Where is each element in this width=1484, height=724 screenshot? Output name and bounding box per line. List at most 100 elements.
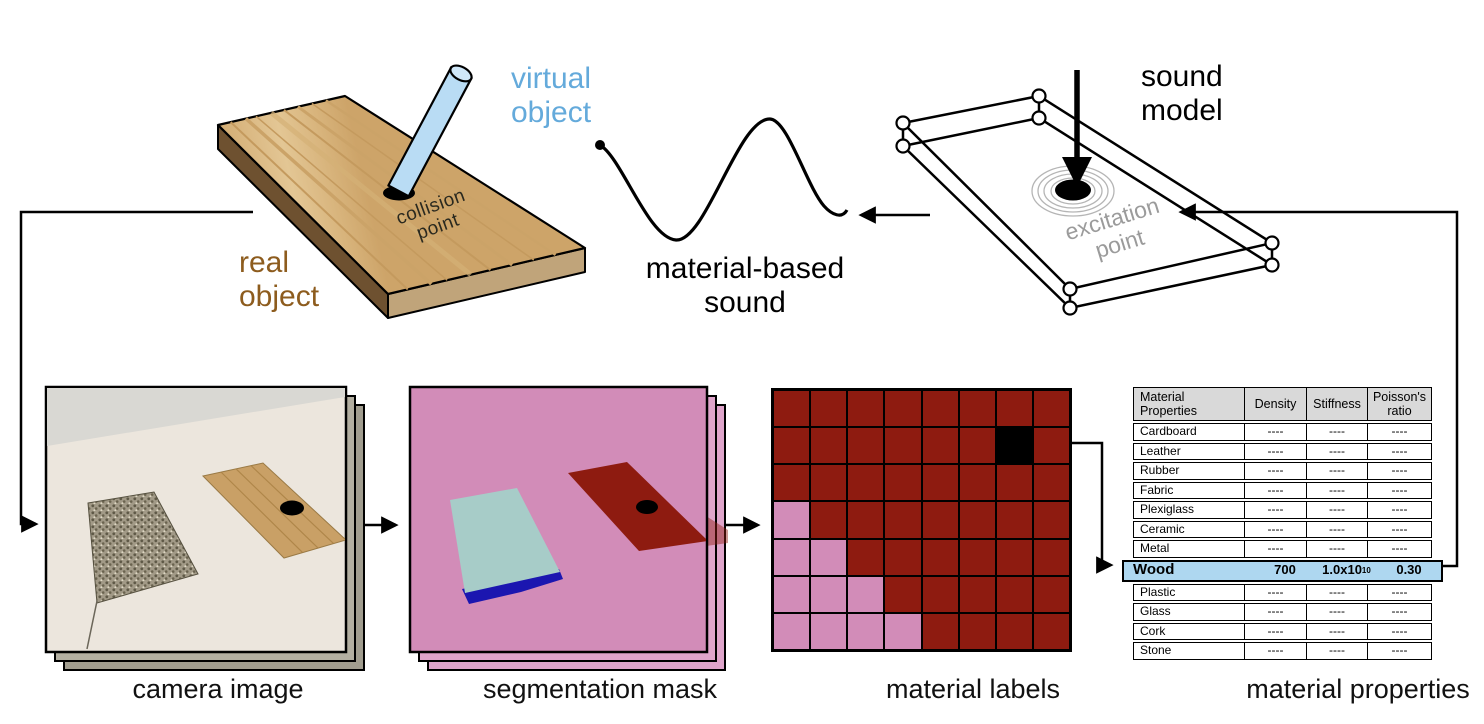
stiffness-value: ----: [1329, 424, 1345, 439]
stiffness-cell: ----: [1306, 521, 1367, 537]
photo-wall-corner: [47, 388, 345, 446]
grid-cell-wood: [884, 427, 922, 465]
material-name-cell: Glass: [1140, 604, 1171, 619]
grid-cell-wood: [995, 538, 1033, 576]
table-row: Leather------------: [1133, 442, 1432, 460]
material-name-cell: Leather: [1140, 443, 1181, 458]
grid-cell-wood: [921, 575, 959, 613]
sound-model-wireframe: [895, 70, 1280, 316]
grid-cell-wood: [921, 538, 959, 576]
cylinder-top-cap: [449, 64, 473, 83]
stiffness-value: ----: [1329, 643, 1345, 658]
plate-corner-edges: [901, 96, 1274, 308]
grid-cell-fabric: [847, 612, 885, 650]
grid-cell-wood: [995, 390, 1033, 428]
impact-arrow: [1062, 70, 1092, 187]
photo-wood-plank: [202, 462, 345, 559]
table-header-cell: Density: [1244, 388, 1306, 420]
mask-collision-dot: [636, 500, 658, 514]
table-row: Plastic------------: [1133, 583, 1432, 601]
poissons-ratio-cell: ----: [1367, 482, 1431, 498]
density-cell: ----: [1244, 424, 1306, 440]
stiffness-cell: ----: [1306, 463, 1367, 479]
stiffness-value: ----: [1329, 584, 1345, 599]
grid-cell-wood: [847, 538, 885, 576]
grid-cell-wood: [958, 575, 996, 613]
table-row: Stone------------: [1133, 642, 1432, 660]
real-object-to-camera-arrow: [19, 210, 253, 533]
photo-fabric-piece: [87, 491, 199, 604]
virtual-object-label: virtual object: [511, 62, 592, 129]
grid-cell-fabric: [773, 575, 811, 613]
grid-cell-wood: [921, 390, 959, 428]
grid-cell-wood: [884, 575, 922, 613]
poissons-ratio-cell: ----: [1367, 424, 1431, 440]
density-cell: ----: [1244, 521, 1306, 537]
grid-cell-wood: [1032, 464, 1070, 502]
stiffness-value: ----: [1329, 541, 1345, 556]
grid-cell-wood: [847, 501, 885, 539]
stiffness-value: ----: [1329, 604, 1345, 619]
material-name-cell: Plexiglass: [1140, 502, 1195, 517]
wave-curve: [599, 117, 849, 242]
mask-blue-edge: [462, 569, 563, 604]
poissons-ratio-cell: ----: [1367, 643, 1431, 659]
poissons-ratio-cell: ----: [1367, 541, 1431, 557]
camera-image-panel: [44, 385, 365, 671]
grid-cell-wood: [773, 464, 811, 502]
grid-cell-wood: [958, 538, 996, 576]
grid-cell-wood: [810, 501, 848, 539]
grid-cell-fabric: [847, 575, 885, 613]
virtual-object-cylinder: [387, 64, 473, 198]
grid-cell-wood: [1032, 538, 1070, 576]
camera-photo-content: [47, 388, 345, 650]
grid-cell-wood: [884, 538, 922, 576]
table-row: Cork------------: [1133, 622, 1432, 640]
grid-cell-wood: [847, 427, 885, 465]
density-cell: ----: [1244, 584, 1306, 600]
grid-cell-wood: [995, 501, 1033, 539]
material-name-cell: Metal: [1140, 541, 1170, 556]
grid-cell-wood: [884, 390, 922, 428]
grid-cell-fabric: [773, 538, 811, 576]
grid-cell-wood: [773, 390, 811, 428]
sound-wave: [595, 117, 849, 242]
grid-cell-wood: [847, 464, 885, 502]
material-based-sound-label: material-based sound: [645, 252, 845, 319]
grid-cell-fabric: [884, 612, 922, 650]
mask-red-spillover: [706, 516, 728, 546]
material-name-cell: Stone: [1140, 643, 1172, 658]
material-name-cell: Wood: [1133, 561, 1175, 579]
density-cell: ----: [1244, 541, 1306, 557]
poissons-ratio-cell: ----: [1367, 521, 1431, 537]
caption-segmentation-mask: segmentation mask: [482, 674, 718, 704]
table-row: Plexiglass------------: [1133, 501, 1432, 519]
density-cell: ----: [1244, 463, 1306, 479]
grid-cell-wood: [884, 464, 922, 502]
grid-cell-wood: [958, 612, 996, 650]
grid-cell-wood: [810, 390, 848, 428]
poissons-ratio-cell: 0.30: [1396, 562, 1422, 578]
stiffness-value: ----: [1329, 623, 1345, 638]
stiffness-cell: ----: [1306, 443, 1367, 459]
table-row: Glass------------: [1133, 603, 1432, 621]
grid-cell-wood: [995, 464, 1033, 502]
stiffness-cell: ----: [1306, 623, 1367, 639]
stiffness-value: ----: [1329, 521, 1345, 536]
flow-arrows: [19, 203, 1459, 574]
grid-cell-wood: [1032, 501, 1070, 539]
grid-cell-wood: [810, 427, 848, 465]
photo-fabric-shadow: [86, 600, 98, 650]
grid-cell-wood: [921, 464, 959, 502]
grid-cell-fabric: [810, 538, 848, 576]
grid-cell-wood: [1032, 575, 1070, 613]
poissons-ratio-cell: ----: [1367, 584, 1431, 600]
density-cell: ----: [1244, 482, 1306, 498]
table-header-cell: Stiffness: [1306, 388, 1367, 420]
grid-cell-wood: [958, 464, 996, 502]
table-header-cell: Material Properties: [1140, 390, 1197, 418]
